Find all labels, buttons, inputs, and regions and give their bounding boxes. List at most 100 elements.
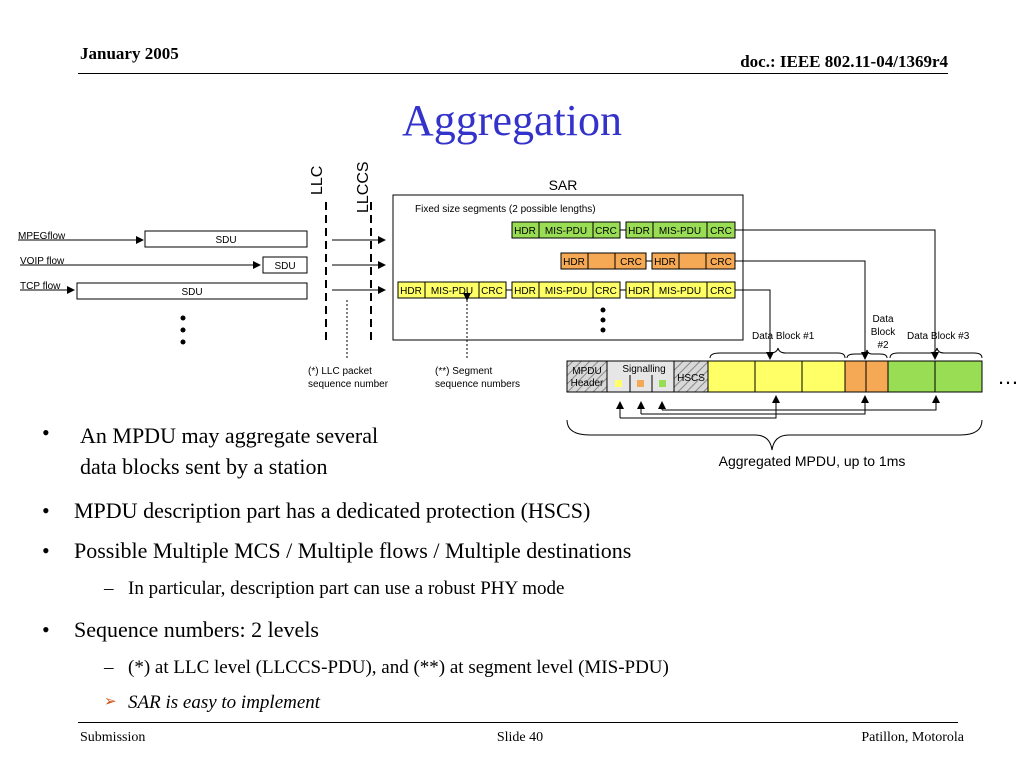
seg-hdr: HDR bbox=[628, 226, 650, 237]
bullet-mark: • bbox=[42, 538, 50, 563]
seg-mis: MIS-PDU bbox=[431, 286, 473, 297]
connector-yellow bbox=[735, 289, 774, 360]
llc-label: LLC bbox=[309, 166, 326, 195]
dot bbox=[180, 339, 186, 345]
signalling-mark-green bbox=[659, 380, 666, 387]
sdu-label-mpeg: SDU bbox=[215, 235, 236, 246]
seg-hdr: HDR bbox=[514, 286, 536, 297]
seg-mis: MIS-PDU bbox=[545, 286, 587, 297]
seg-note-line2: sequence numbers bbox=[435, 379, 520, 390]
connector-green bbox=[735, 229, 939, 360]
bullet-3a: In particular, description part can use … bbox=[128, 578, 565, 599]
bullet-4a: (*) at LLC level (LLCCS-PDU), and (**) a… bbox=[128, 657, 669, 678]
header-date: January 2005 bbox=[80, 44, 179, 63]
llc-note-line1: (*) LLC packet bbox=[308, 366, 372, 377]
bullet-mark: • bbox=[42, 420, 50, 445]
signalling-pointers bbox=[616, 395, 940, 419]
seg-mis: MIS-PDU bbox=[659, 286, 701, 297]
footer-rule bbox=[78, 722, 958, 723]
flow-label-mpeg: MPEGflow bbox=[18, 231, 66, 242]
seg-hdr: HDR bbox=[563, 257, 585, 268]
segment-row-2: HDR CRC HDR CRC bbox=[560, 252, 736, 270]
llc-note-line2: sequence number bbox=[308, 379, 389, 390]
segment-row-3: HDR MIS-PDU CRC HDR MIS-PDU CRC HDR MIS-… bbox=[397, 281, 736, 299]
data-block-2-label-1: Data bbox=[872, 314, 894, 325]
segment-row-1: HDR MIS-PDU CRC HDR MIS-PDU CRC bbox=[511, 221, 736, 239]
footer-left: Submission bbox=[80, 730, 146, 745]
sdu-label-tcp: SDU bbox=[181, 287, 202, 298]
dot bbox=[600, 327, 606, 333]
bullet-2: MPDU description part has a dedicated pr… bbox=[74, 498, 591, 523]
seg-crc: CRC bbox=[710, 226, 732, 237]
sdu-label-voip: SDU bbox=[274, 261, 295, 272]
brace-data-block-1 bbox=[709, 347, 846, 359]
brace-aggregated bbox=[566, 419, 983, 451]
data-block-2-label-3: #2 bbox=[877, 340, 889, 351]
footer-right: Patillon, Motorola bbox=[861, 730, 964, 745]
orange-block bbox=[865, 360, 889, 393]
yellow-block bbox=[707, 360, 756, 393]
brace-data-block-3 bbox=[889, 347, 983, 359]
flow-label-voip: VOIP flow bbox=[20, 256, 65, 267]
bullet-4b: SAR is easy to implement bbox=[128, 692, 321, 713]
seg-crc: CRC bbox=[710, 286, 732, 297]
bullet-3: Possible Multiple MCS / Multiple flows /… bbox=[74, 538, 632, 563]
slide-title: Aggregation bbox=[402, 96, 622, 145]
green-block bbox=[934, 360, 983, 393]
mpdu-header-line2: Header bbox=[571, 378, 604, 389]
data-block-1-label: Data Block #1 bbox=[752, 331, 815, 342]
bullet-1-line1: An MPDU may aggregate several bbox=[80, 423, 379, 448]
seg-mis: MIS-PDU bbox=[659, 226, 701, 237]
sar-label: SAR bbox=[549, 177, 578, 193]
yellow-block bbox=[801, 360, 846, 393]
green-block bbox=[887, 360, 936, 393]
seg-hdr: HDR bbox=[654, 257, 676, 268]
arrow-bullet-icon: ➢ bbox=[104, 694, 117, 710]
yellow-block bbox=[754, 360, 803, 393]
aggregation-diagram: LLC LLCCS MPEGflow VOIP flow TCP flow SD… bbox=[18, 161, 1019, 469]
sdu-box-mpeg bbox=[144, 230, 308, 248]
header-rule bbox=[78, 73, 948, 74]
dot bbox=[600, 307, 606, 313]
flow-label-tcp: TCP flow bbox=[20, 281, 61, 292]
dot bbox=[180, 315, 186, 321]
llccs-label: LLCCS bbox=[355, 161, 372, 213]
aggregated-label: Aggregated MPDU, up to 1ms bbox=[719, 453, 906, 469]
mpdu-header-box bbox=[566, 360, 608, 393]
seg-mis: MIS-PDU bbox=[545, 226, 587, 237]
signalling-label: Signalling bbox=[622, 364, 665, 375]
hscs-box bbox=[673, 360, 709, 393]
bullet-4: Sequence numbers: 2 levels bbox=[74, 617, 319, 642]
data-block-3-label: Data Block #3 bbox=[907, 331, 970, 342]
header-doc-id: doc.: IEEE 802.11-04/1369r4 bbox=[740, 52, 948, 71]
seg-note-line1: (**) Segment bbox=[435, 366, 492, 377]
footer-slide-number: Slide 40 bbox=[496, 730, 544, 745]
seg-hdr: HDR bbox=[628, 286, 650, 297]
seg-crc: CRC bbox=[710, 257, 732, 268]
dot bbox=[180, 327, 186, 333]
seg-crc: CRC bbox=[595, 226, 617, 237]
dot bbox=[600, 317, 606, 323]
seg-crc: CRC bbox=[595, 286, 617, 297]
more-ellipsis: … bbox=[997, 364, 1019, 389]
brace-data-block-2 bbox=[846, 349, 888, 359]
seg-hdr: HDR bbox=[400, 286, 422, 297]
seg-crc: CRC bbox=[620, 257, 642, 268]
sdu-box-tcp bbox=[76, 282, 308, 300]
bullet-mark: • bbox=[42, 617, 50, 642]
sub-bullet-mark: – bbox=[104, 578, 114, 599]
sdu-box-voip bbox=[262, 256, 308, 274]
signalling-mark-yellow bbox=[615, 380, 622, 387]
data-block-2-label-2: Block bbox=[871, 327, 896, 338]
bullet-mark: • bbox=[42, 498, 50, 523]
signalling-mark-orange bbox=[637, 380, 644, 387]
connector-orange bbox=[735, 260, 869, 360]
mpdu-header-line1: MPDU bbox=[572, 366, 601, 377]
orange-block bbox=[844, 360, 867, 393]
bullet-1: An MPDU may aggregate several data block… bbox=[80, 420, 500, 482]
sub-bullet-mark: – bbox=[104, 657, 114, 678]
hscs-label: HSCS bbox=[677, 373, 705, 384]
bullet-1-line2: data blocks sent by a station bbox=[80, 454, 328, 479]
seg-hdr: HDR bbox=[514, 226, 536, 237]
fixed-segments-label: Fixed size segments (2 possible lengths) bbox=[415, 204, 596, 215]
